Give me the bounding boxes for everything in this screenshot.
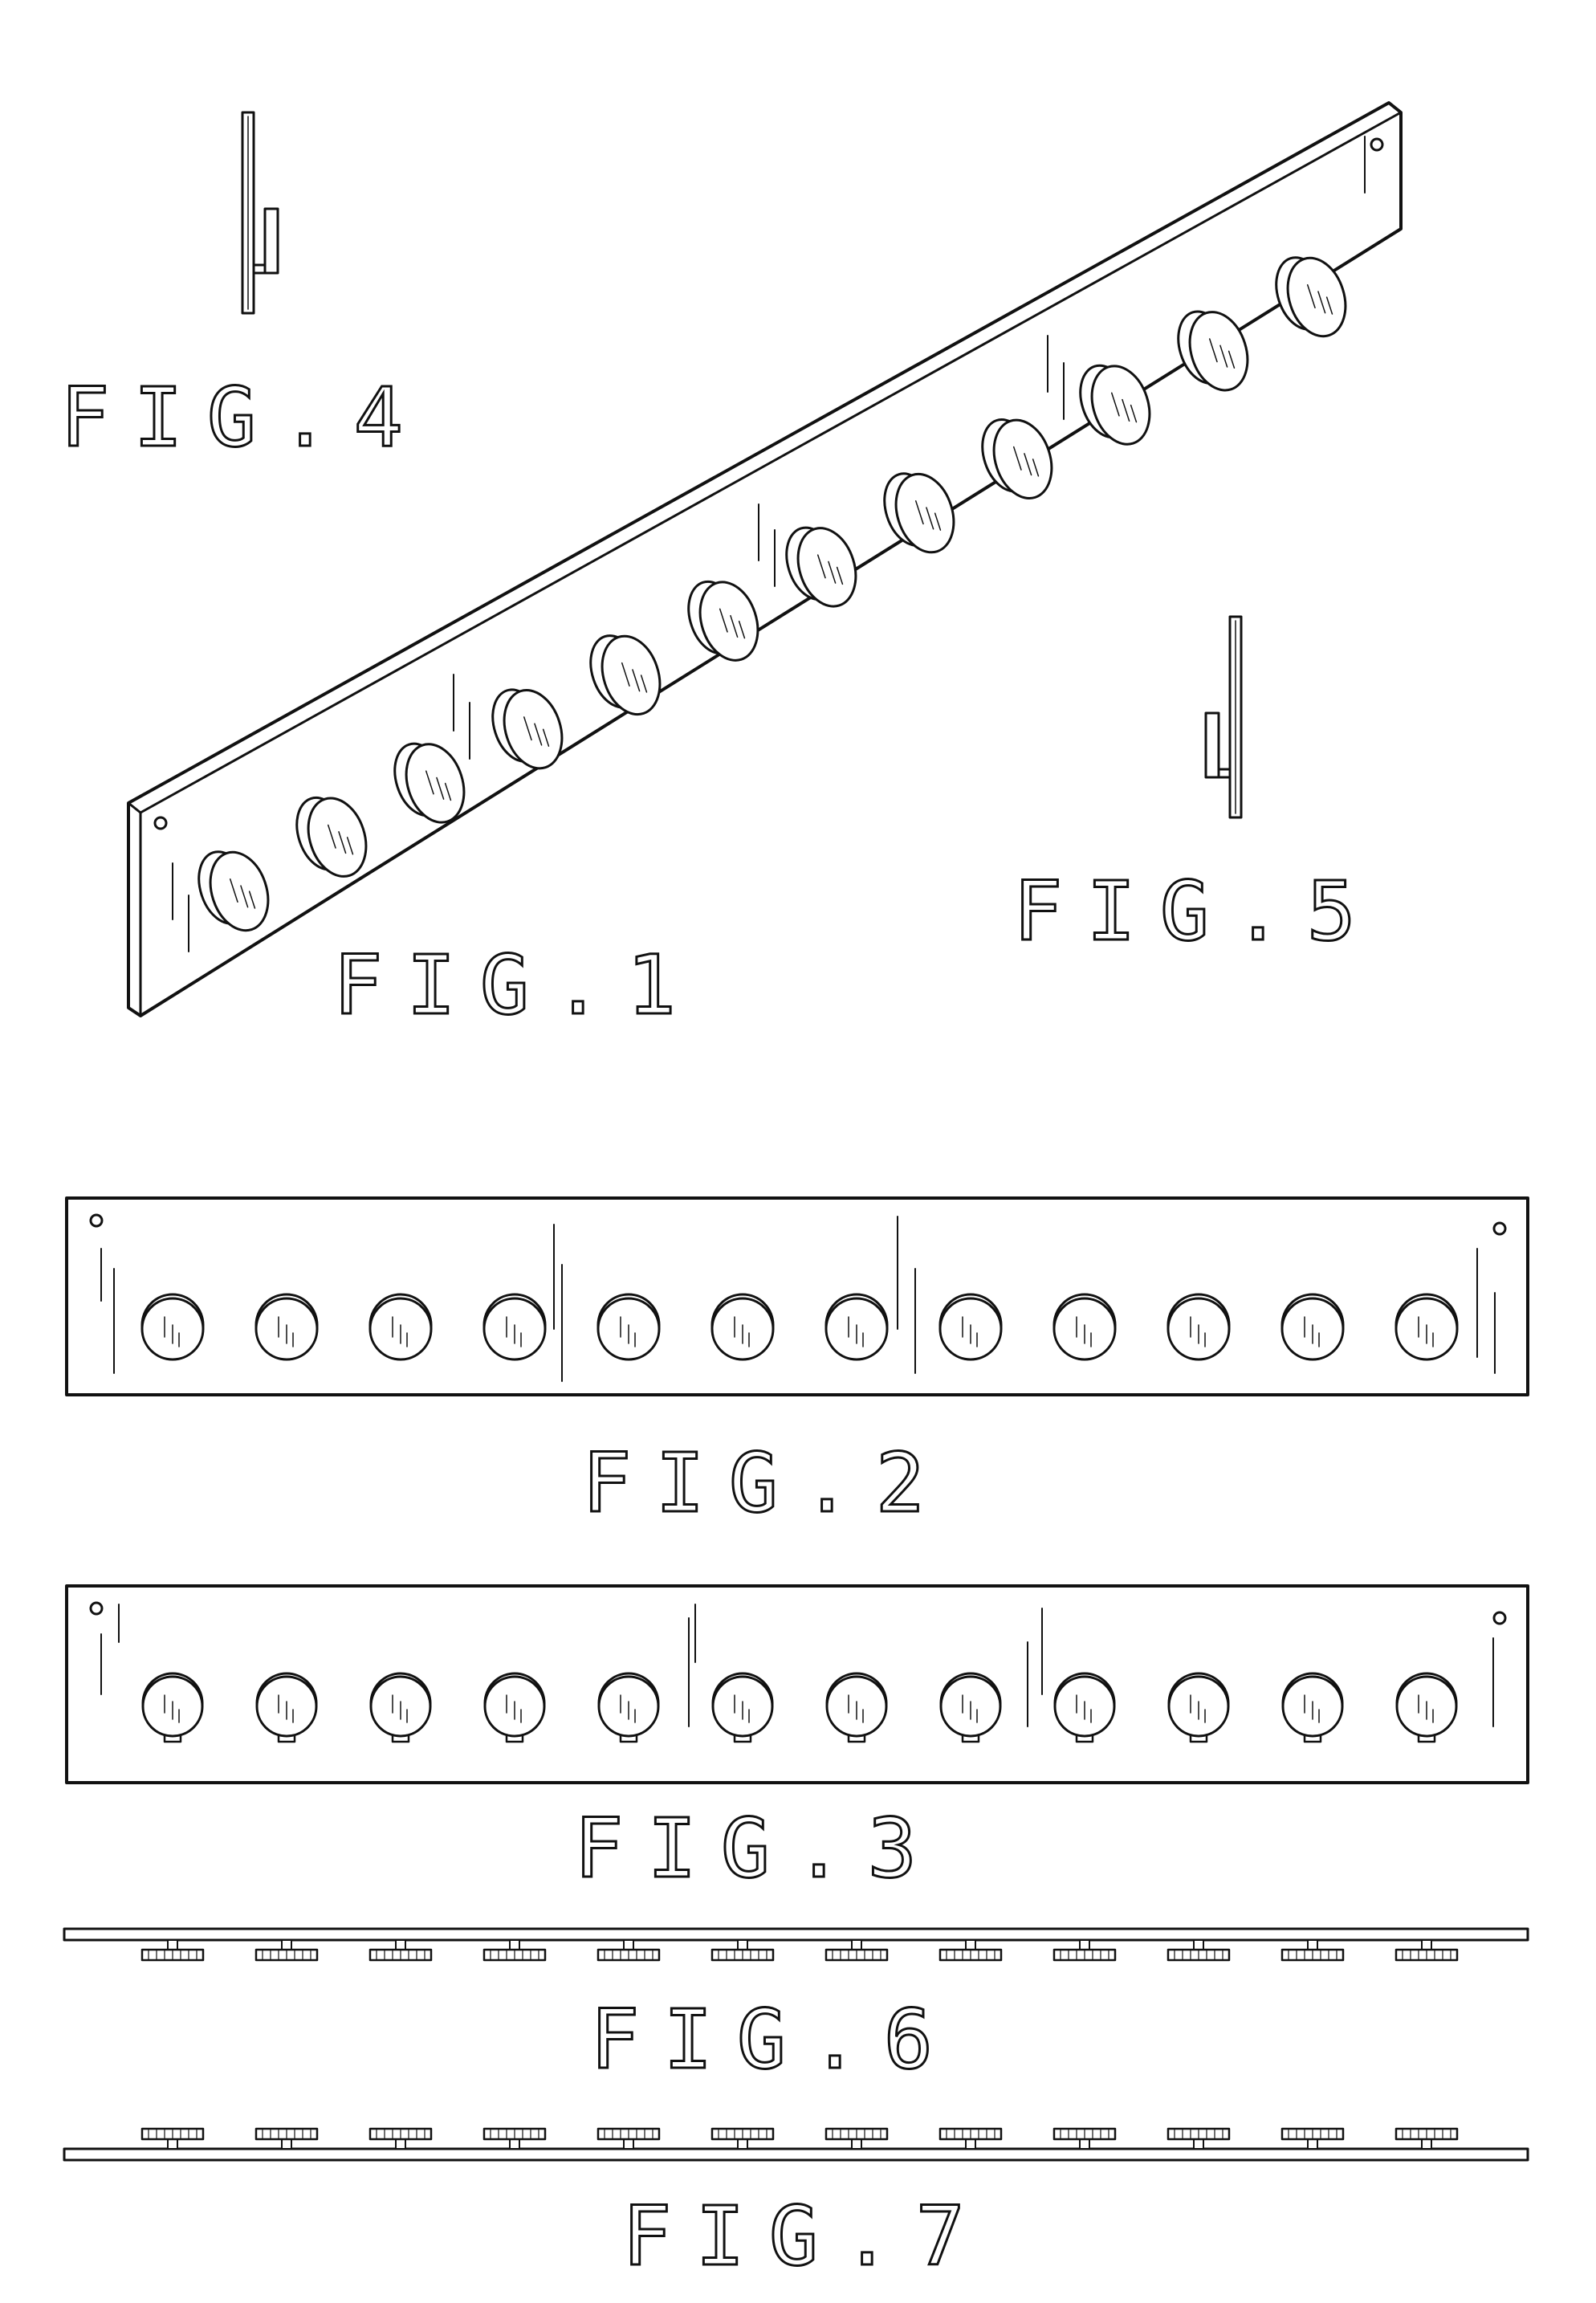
fig1-knob xyxy=(778,516,865,618)
fig4-label: FIG.4 xyxy=(60,370,427,466)
fig6-knob xyxy=(256,1940,317,1960)
fig6-knob xyxy=(370,1940,431,1960)
fig2-knob-row xyxy=(142,1294,1457,1359)
fig7-bottom-view xyxy=(64,2129,1528,2160)
fig2-knob xyxy=(598,1294,659,1359)
fig3-knob xyxy=(599,1673,658,1742)
fig6-knob xyxy=(826,1940,887,1960)
fig1-knob xyxy=(974,408,1061,509)
fig1-knob xyxy=(680,570,767,671)
fig1-knob-row xyxy=(190,246,1355,941)
fig2-knob xyxy=(256,1294,317,1359)
fig2-front-view xyxy=(67,1198,1528,1395)
fig2-knob xyxy=(1054,1294,1115,1359)
fig7-label: FIG.7 xyxy=(622,2189,989,2285)
fig3-knob xyxy=(371,1673,430,1742)
fig2-knob xyxy=(1168,1294,1229,1359)
fig2-knob xyxy=(1396,1294,1457,1359)
fig3-knob xyxy=(485,1673,544,1742)
fig7-knob xyxy=(712,2129,773,2149)
fig6-knob xyxy=(142,1940,203,1960)
fig1-knob xyxy=(190,840,278,941)
fig2-knob xyxy=(142,1294,203,1359)
fig2-knob xyxy=(940,1294,1001,1359)
fig3-label: FIG.3 xyxy=(574,1801,941,1897)
fig2-knob xyxy=(370,1294,431,1359)
fig7-knob xyxy=(484,2129,545,2149)
fig3-knob xyxy=(713,1673,772,1742)
fig7-knob xyxy=(598,2129,659,2149)
fig1-knob xyxy=(288,786,376,887)
fig6-knob xyxy=(484,1940,545,1960)
fig6-knob xyxy=(940,1940,1001,1960)
fig3-rear-view xyxy=(67,1586,1528,1783)
fig6-knob xyxy=(1168,1940,1229,1960)
fig7-knob xyxy=(1396,2129,1457,2149)
fig2-knob xyxy=(826,1294,887,1359)
fig7-knob xyxy=(1054,2129,1115,2149)
fig3-knob xyxy=(1283,1673,1342,1742)
fig2-knob xyxy=(484,1294,545,1359)
fig3-knob xyxy=(827,1673,886,1742)
fig7-knob xyxy=(370,2129,431,2149)
fig3-knob xyxy=(1055,1673,1114,1742)
fig1-knob xyxy=(1170,300,1257,401)
fig3-knob xyxy=(257,1673,316,1742)
fig1-knob xyxy=(484,678,572,779)
fig5-side-view xyxy=(1206,617,1241,817)
fig7-knob xyxy=(256,2129,317,2149)
fig6-knob xyxy=(598,1940,659,1960)
fig6-knob xyxy=(1396,1940,1457,1960)
fig6-knob xyxy=(712,1940,773,1960)
fig6-knob xyxy=(1282,1940,1343,1960)
fig1-knob xyxy=(582,624,670,725)
fig2-knob xyxy=(1282,1294,1343,1359)
fig7-knob xyxy=(940,2129,1001,2149)
fig5-label: FIG.5 xyxy=(1013,864,1380,960)
fig7-knob xyxy=(1282,2129,1343,2149)
fig3-knob xyxy=(941,1673,1000,1742)
fig2-label: FIG.2 xyxy=(582,1436,949,1531)
fig3-knob xyxy=(143,1673,202,1742)
fig3-knob-row xyxy=(143,1673,1456,1742)
fig7-knob xyxy=(826,2129,887,2149)
fig6-knob-row xyxy=(142,1940,1457,1960)
fig7-knob-row xyxy=(142,2129,1457,2149)
fig1-knob xyxy=(1072,354,1159,455)
fig3-knob xyxy=(1397,1673,1456,1742)
fig6-label: FIG.6 xyxy=(590,1992,957,2088)
fig2-knob xyxy=(712,1294,773,1359)
fig7-knob xyxy=(142,2129,203,2149)
fig1-label: FIG.1 xyxy=(333,938,700,1033)
fig4-side-view xyxy=(242,112,278,313)
fig6-knob xyxy=(1054,1940,1115,1960)
fig6-top-view xyxy=(64,1929,1528,1960)
fig1-knob xyxy=(1268,246,1355,347)
fig7-knob xyxy=(1168,2129,1229,2149)
fig3-knob xyxy=(1169,1673,1228,1742)
